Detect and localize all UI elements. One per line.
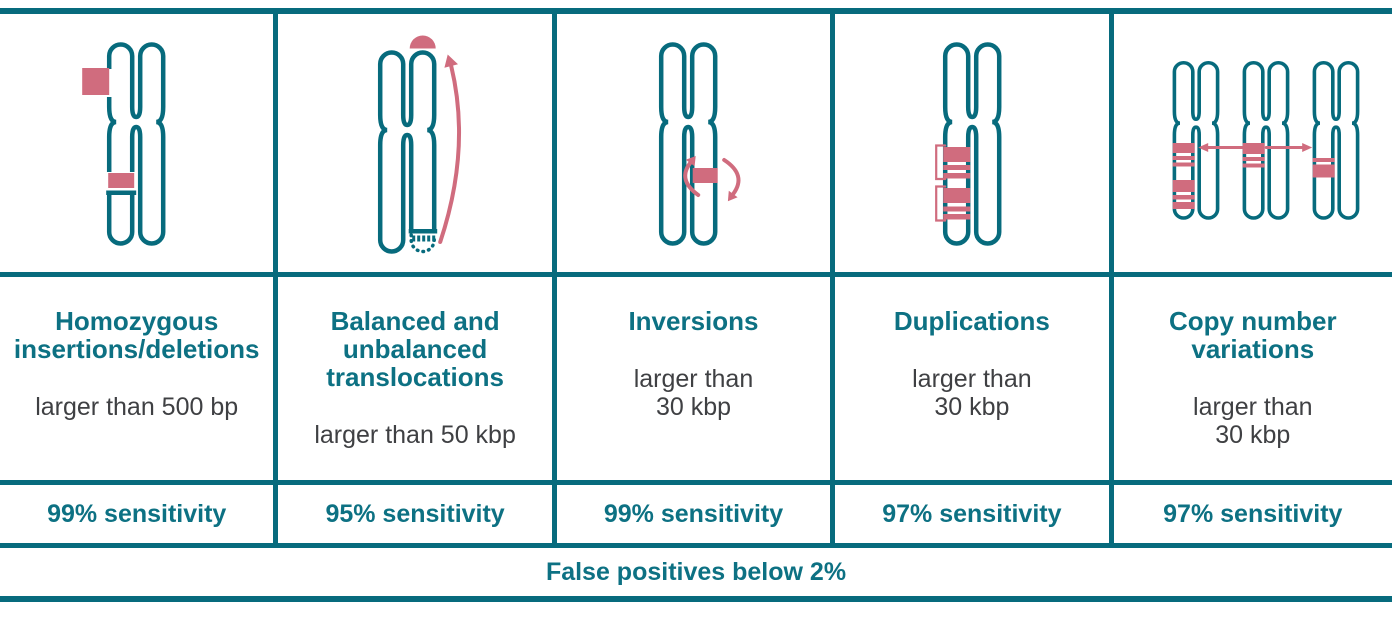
variant-threshold: larger than 500 bp xyxy=(35,393,239,421)
duplicated-bands-group-1 xyxy=(943,147,971,179)
inversion-rotate-arrow-left-icon xyxy=(683,161,700,197)
chromosome-copy-number-illustration xyxy=(1172,60,1359,220)
lost-segment-dotted-outline xyxy=(409,233,437,254)
inversion-rotate-arrow-right-icon xyxy=(721,158,741,196)
variant-title: Balanced and unbalanced translocations xyxy=(326,306,504,392)
insertion-marker xyxy=(82,68,110,95)
chromosome-insertion-deletion-illustration xyxy=(82,14,273,272)
translocation-arrowhead xyxy=(444,54,459,68)
cell-description-copy-number: Copy number variations larger than 30 kb… xyxy=(1113,272,1392,480)
sensitivity-badge-insertions-deletions: 99% sensitivity xyxy=(0,480,279,543)
sensitivity-badge-inversions: 99% sensitivity xyxy=(556,480,836,543)
false-positives-note: False positives below 2% xyxy=(0,543,1392,602)
structural-variants-table: Homozygous insertions/deletions larger t… xyxy=(0,8,1392,602)
cell-illustration-copy-number xyxy=(1113,14,1392,272)
break-line xyxy=(409,229,438,234)
cnv-bands-loss-chromosome xyxy=(1312,158,1335,178)
variant-threshold: larger than 30 kbp xyxy=(912,365,1032,421)
inverted-band xyxy=(692,168,718,183)
variant-title: Homozygous insertions/deletions xyxy=(13,306,260,364)
cnv-bands-gain-chromosome xyxy=(1172,143,1195,209)
cnv-bands-reference-chromosome xyxy=(1242,143,1265,168)
sensitivity-badge-copy-number: 97% sensitivity xyxy=(1113,480,1392,543)
variant-threshold: larger than 50 kbp xyxy=(314,421,516,449)
deletion-cut-line xyxy=(106,190,137,195)
cell-illustration-insertions-deletions xyxy=(0,14,279,272)
variant-title: Duplications xyxy=(893,306,1050,336)
cell-illustration-inversions xyxy=(556,14,836,272)
chromosome-inversion-illustration xyxy=(557,14,741,272)
cell-illustration-translocations xyxy=(278,14,557,272)
cell-illustration-duplications xyxy=(835,14,1114,272)
variant-title: Inversions xyxy=(628,306,759,336)
duplication-bracket-2 xyxy=(935,185,947,222)
translocation-arrow-icon xyxy=(438,64,462,244)
variants-grid: Homozygous insertions/deletions larger t… xyxy=(0,8,1392,543)
cell-description-inversions: Inversions larger than 30 kbp xyxy=(556,272,836,480)
duplication-bracket-1 xyxy=(935,144,947,181)
sensitivity-badge-translocations: 95% sensitivity xyxy=(278,480,557,543)
duplicated-bands-group-2 xyxy=(943,188,971,220)
chromosome-translocation-illustration xyxy=(278,35,462,259)
deletion-band xyxy=(108,173,135,188)
variant-threshold: larger than 30 kbp xyxy=(1193,393,1313,449)
sensitivity-badge-duplications: 97% sensitivity xyxy=(835,480,1114,543)
variant-threshold: larger than 30 kbp xyxy=(633,365,754,421)
variant-title: Copy number variations xyxy=(1169,306,1337,364)
cell-description-duplications: Duplications larger than 30 kbp xyxy=(835,272,1114,480)
translocated-segment xyxy=(410,35,437,49)
cell-description-translocations: Balanced and unbalanced translocations l… xyxy=(278,272,557,480)
cell-description-insertions-deletions: Homozygous insertions/deletions larger t… xyxy=(0,272,279,480)
chromosome-duplication-illustration xyxy=(935,14,1108,272)
